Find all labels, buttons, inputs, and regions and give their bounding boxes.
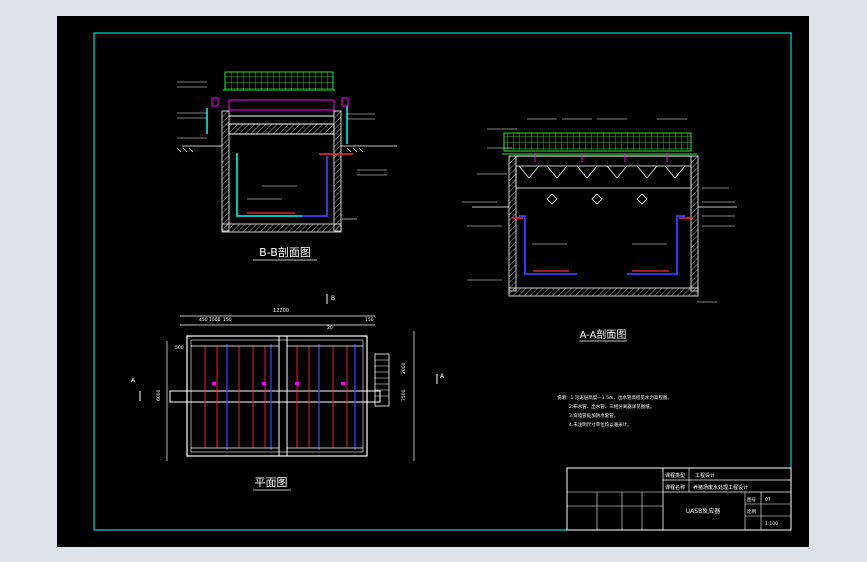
bb-tank-floor: [221, 223, 342, 233]
plan-stair: [374, 353, 390, 407]
aa-tank-floor: [508, 287, 699, 297]
tb-label-drawing-no: 图号: [747, 497, 756, 503]
plan-view: 12200 450 1000 150 150 6000 500 2000 750…: [131, 294, 445, 491]
drawing-sheet: B-B剖面图: [57, 16, 809, 547]
note-2: 2.布水管、出水管、三相分离器详见图纸。: [569, 403, 654, 410]
tb-drawing-no: 07: [765, 497, 771, 503]
title-block: 课程类型 工程设计 课程名称 养猪场废水处理工程设计 UASB反应器 图号 07…: [566, 467, 792, 531]
cad-drawing: B-B剖面图: [93, 32, 792, 531]
plan-dim-height: 6000: [156, 389, 162, 401]
plan-dim-seg-3: 150: [223, 317, 232, 323]
plan-dim-seg-2: 1000: [209, 317, 221, 323]
plan-dim-left: 500: [175, 345, 184, 351]
notes-block: 说明：1.污泥层高度—1.5m，出水管高程见水力高程图。 2.布水管、出水管、三…: [557, 394, 672, 428]
plan-tank-outline: [186, 335, 368, 457]
plan-dim-center: 20: [327, 325, 333, 331]
plan-section-mark-a-left: A: [131, 377, 136, 384]
aa-separators: [515, 165, 692, 205]
note-3: 3.穿墙管处加防水套管。: [569, 412, 618, 419]
bb-green-canopy: [224, 71, 334, 91]
tb-scale: 1:100: [765, 521, 778, 527]
plan-section-mark-a-right: A: [440, 373, 445, 380]
note-1: 说明：1.污泥层高度—1.5m，出水管高程见水力高程图。: [557, 394, 672, 401]
tb-label-project-name: 课程名称: [665, 484, 685, 491]
plan-dim-right-top: 150: [365, 317, 374, 323]
aa-section-view: A-A剖面图: [462, 118, 737, 342]
plan-red-pipes: [204, 346, 348, 448]
aa-green-canopy: [503, 132, 692, 152]
plan-dim-seg-1: 450: [199, 317, 208, 323]
bb-walkway-slab: [228, 123, 335, 135]
plan-dim-total: 12200: [273, 308, 289, 314]
plan-blue-pipes: [226, 344, 356, 450]
bb-section-title: B-B剖面图: [259, 245, 311, 259]
inner-frame: [93, 32, 792, 531]
plan-dim-right-b: 7500: [401, 389, 407, 401]
tb-project-name: 养猪场废水处理工程设计: [693, 484, 748, 491]
tb-drawing-name: UASB反应器: [686, 507, 720, 515]
plan-walkway: [169, 390, 381, 403]
tb-label-project-type: 课程类型: [665, 472, 685, 479]
tb-label-scale: 比例: [747, 508, 756, 515]
bb-section-view: B-B剖面图: [176, 71, 397, 261]
aa-section-title: A-A剖面图: [580, 328, 627, 341]
plan-section-mark-b: B: [331, 295, 335, 302]
tb-project-type: 工程设计: [695, 472, 715, 479]
plan-dim-right-a: 2000: [401, 362, 407, 374]
note-4: 4.未注明尺寸单位均以毫米计。: [569, 421, 632, 428]
bb-top-beam: [228, 99, 335, 111]
plan-title: 平面图: [255, 476, 288, 489]
